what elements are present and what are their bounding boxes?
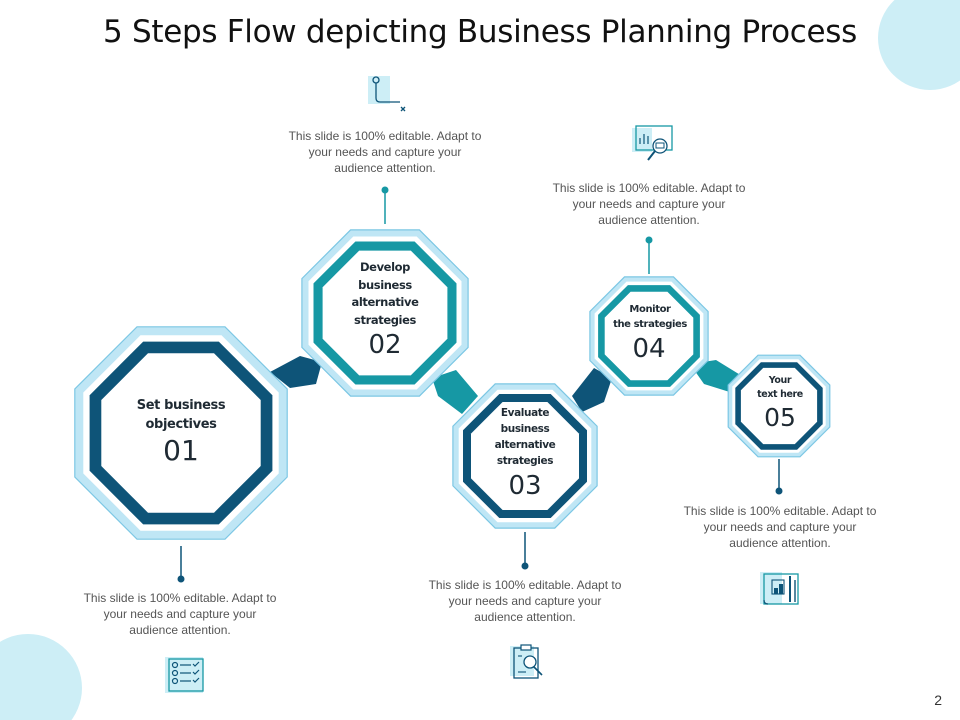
leader-4 bbox=[645, 236, 653, 274]
leader-2 bbox=[381, 186, 389, 224]
decor-circle-top-right bbox=[878, 0, 960, 90]
connector-1-2 bbox=[270, 356, 322, 388]
leader-5 bbox=[775, 459, 783, 495]
clipboard-search-icon bbox=[510, 644, 543, 679]
step-2-number: 02 bbox=[368, 330, 402, 360]
connector-2-3 bbox=[432, 370, 478, 414]
step-2-octagon bbox=[301, 229, 469, 397]
monitor-search-icon bbox=[632, 125, 673, 161]
step-5-label: Your text here bbox=[757, 375, 803, 400]
step-5-octagon bbox=[727, 354, 831, 458]
step-5-number: 05 bbox=[764, 403, 796, 432]
step-1-number: 01 bbox=[163, 434, 199, 467]
step-3-description: This slide is 100% editable. Adapt to yo… bbox=[428, 578, 622, 624]
blueprint-tools-icon bbox=[760, 572, 799, 605]
connector-3-4 bbox=[572, 368, 612, 412]
step-1-octagon bbox=[74, 326, 288, 540]
step-5-description: This slide is 100% editable. Adapt to yo… bbox=[683, 504, 877, 550]
step-4-number: 04 bbox=[632, 334, 666, 364]
step-4-octagon bbox=[589, 276, 709, 396]
decor-circle-bottom-left bbox=[0, 634, 82, 720]
step-1-description: This slide is 100% editable. Adapt to yo… bbox=[83, 591, 277, 637]
step-3-label: Evaluate business alternative strategies bbox=[494, 407, 556, 467]
step-2-label: Develop business alternative strategies bbox=[351, 260, 419, 327]
step-1-label: Set business objectives bbox=[136, 398, 226, 432]
step-4-description: This slide is 100% editable. Adapt to yo… bbox=[552, 181, 746, 227]
page-number: 2 bbox=[934, 692, 942, 708]
leader-3 bbox=[521, 532, 529, 570]
step-3-octagon bbox=[452, 383, 598, 529]
checklist-icon bbox=[165, 657, 204, 693]
slide-title: 5 Steps Flow depicting Business Planning… bbox=[103, 14, 857, 50]
step-4-label: Monitor the strategies bbox=[613, 304, 687, 330]
route-icon bbox=[368, 76, 406, 112]
step-3-number: 03 bbox=[508, 471, 542, 501]
leader-1 bbox=[177, 546, 185, 583]
step-2-description: This slide is 100% editable. Adapt to yo… bbox=[288, 129, 482, 175]
